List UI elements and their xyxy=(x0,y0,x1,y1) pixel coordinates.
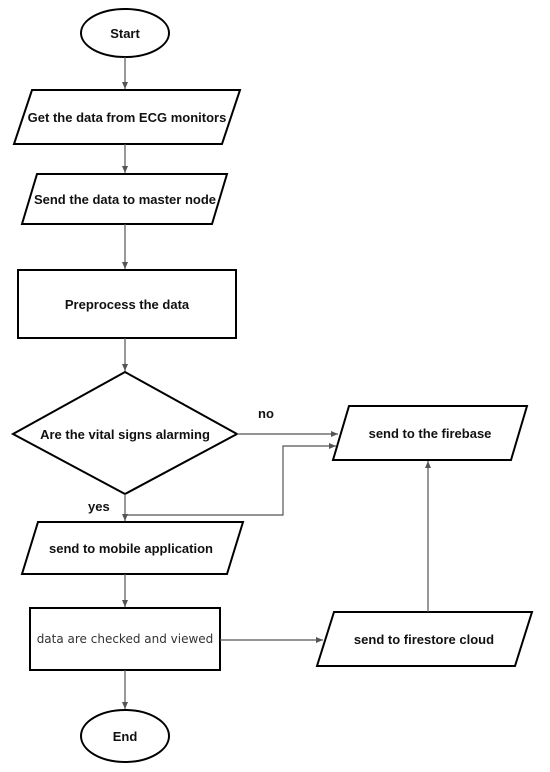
checked-shape xyxy=(29,607,221,671)
preprocess-shape xyxy=(17,269,237,339)
end-terminal xyxy=(80,709,170,763)
edge-label-no: no xyxy=(258,406,274,421)
firestore-shape xyxy=(315,611,534,667)
firebase-shape xyxy=(331,405,529,461)
mobile-shape xyxy=(20,521,245,575)
edge-label-yes: yes xyxy=(88,499,110,514)
send-master-shape xyxy=(20,173,229,225)
decision-shape xyxy=(10,370,240,496)
edge-yes-to-firebase xyxy=(125,443,336,516)
start-terminal xyxy=(80,8,170,58)
get-data-shape xyxy=(12,89,242,145)
